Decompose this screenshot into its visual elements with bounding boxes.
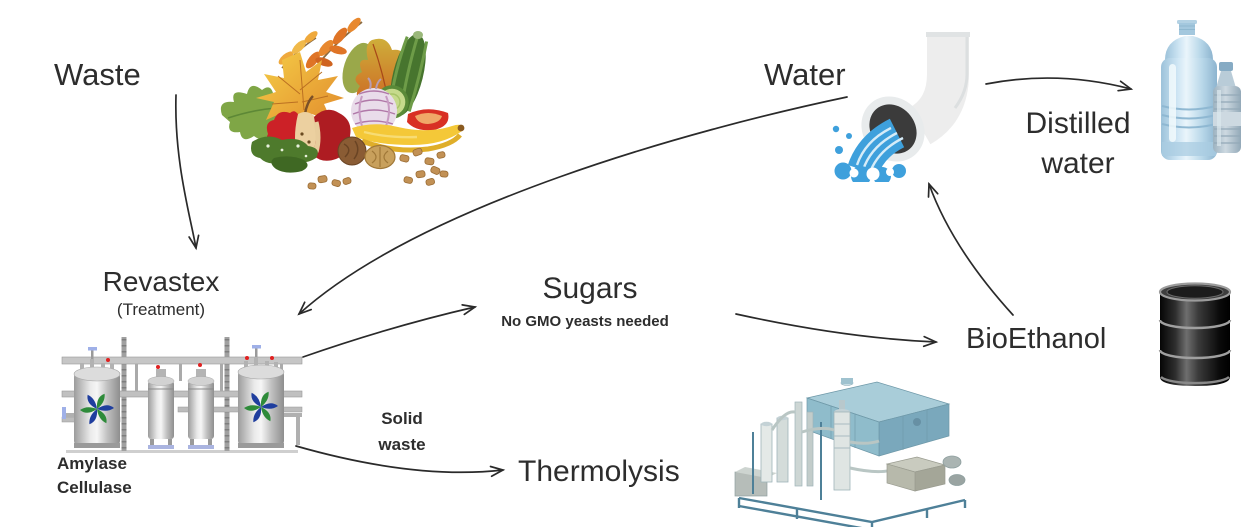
plant-base-frame	[737, 496, 967, 527]
distilled-water-line2: water	[1041, 147, 1115, 180]
bioethanol-label: BioEthanol	[966, 323, 1107, 355]
arrow-revastex-to-thermolysis	[295, 445, 506, 478]
indicator-lights	[106, 356, 274, 369]
revastex-label: Revastex (Treatment)	[61, 266, 261, 320]
arrow-bioethanol-to-water	[927, 181, 1014, 316]
process-columns	[147, 369, 215, 449]
auxiliary-unit	[885, 455, 966, 492]
distilled-water-label: Distilled water	[993, 104, 1163, 184]
water-pipe-illustration	[832, 32, 970, 182]
water-bottles-illustration	[1161, 20, 1241, 160]
revastex-subtitle: (Treatment)	[116, 300, 206, 319]
water-label: Water	[764, 57, 846, 92]
sugars-title: Sugars	[542, 272, 638, 305]
enzymes-line1: Amylase	[57, 454, 127, 473]
solid-waste-line1: Solid	[381, 409, 423, 428]
oil-barrel-illustration	[1158, 282, 1232, 386]
distilled-water-line1: Distilled	[1025, 107, 1131, 140]
food-waste-illustration	[220, 17, 465, 190]
revastex-title: Revastex	[102, 266, 220, 297]
waste-label: Waste	[54, 57, 141, 92]
nut-pieces	[307, 147, 449, 190]
arrow-sugars-to-bioethanol	[735, 313, 939, 348]
treatment-plant-illustration	[61, 337, 303, 453]
green-scraps	[251, 136, 318, 173]
left-tank	[73, 347, 121, 448]
left-towers	[734, 401, 822, 500]
pepper-piece	[407, 109, 449, 131]
enzymes-label: Amylase Cellulase	[57, 452, 132, 500]
walnut-shell	[337, 136, 367, 166]
onion	[351, 77, 397, 134]
sugars-label: Sugars No GMO yeasts needed	[470, 272, 710, 330]
banana-peel	[352, 124, 465, 153]
right-tank	[237, 345, 285, 448]
water-flow	[832, 118, 906, 182]
thermolysis-plant-illustration	[734, 378, 967, 527]
arrow-water-to-revastex	[297, 96, 848, 316]
enzymes-line2: Cellulase	[57, 478, 132, 497]
walnut-half	[364, 144, 396, 170]
sugars-subtitle: No GMO yeasts needed	[501, 313, 669, 330]
reactor-unit	[805, 378, 951, 457]
solid-waste-line2: waste	[378, 435, 426, 454]
water-bottle	[1213, 62, 1241, 153]
arrow-revastex-to-sugars	[302, 304, 478, 358]
water-jug	[1161, 20, 1217, 160]
solid-waste-label: Solid waste	[350, 406, 454, 458]
thermolysis-label: Thermolysis	[518, 455, 680, 488]
arrow-waste-to-revastex	[174, 94, 200, 251]
distillation-column	[833, 400, 851, 491]
arrow-water-to-distilled	[985, 77, 1134, 92]
